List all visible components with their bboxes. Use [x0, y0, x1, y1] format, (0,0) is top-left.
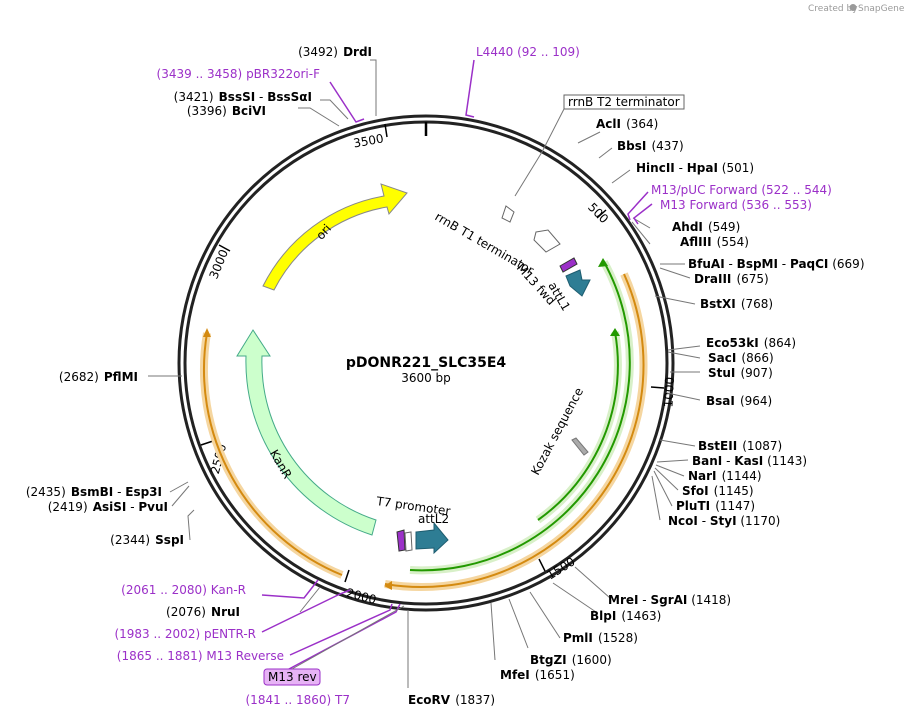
tick-3500: 3500 — [352, 131, 385, 150]
site-pflmi[interactable]: (2682) PflMI — [59, 366, 138, 385]
kanr-feature[interactable] — [236, 329, 377, 536]
m13-rev-leader — [291, 605, 405, 670]
site-bsssi[interactable]: (3421) BssSI - BssSαI — [174, 86, 312, 105]
site-mrei[interactable]: MreI - SgrAI (1418) — [608, 593, 731, 607]
site-draiii[interactable]: DraIII (675) — [694, 268, 769, 287]
tick-1500: 1500 — [544, 554, 577, 582]
site-bsai[interactable]: BsaI (964) — [706, 390, 772, 409]
attl2-label: attL2 — [418, 512, 449, 526]
primer-pbr322[interactable]: (3439 .. 3458) pBR322ori-F — [157, 67, 321, 81]
t7-promoter-feature[interactable] — [396, 529, 406, 552]
site-mfei[interactable]: MfeI (1651) — [500, 664, 575, 683]
site-acli[interactable]: AclI (364) — [596, 113, 658, 132]
site-aflii[interactable]: AflIII (554) — [680, 231, 749, 250]
tick-1000: 1000 — [661, 377, 677, 408]
site-pmli[interactable]: PmlI (1528) — [563, 627, 638, 646]
site-blpi[interactable]: BlpI (1463) — [590, 605, 661, 624]
site-pluti[interactable]: PluTI (1147) — [676, 495, 755, 514]
primer-l4440[interactable]: L4440 (92 .. 109) — [476, 45, 580, 59]
site-drdi-pos: (3492) — [298, 45, 338, 59]
primer-kanr[interactable]: (2061 .. 2080) Kan-R — [121, 583, 246, 597]
attl2-feature[interactable] — [415, 521, 449, 555]
m13-rev-label: M13 rev — [268, 670, 317, 684]
rrnb-t2-leader — [514, 108, 565, 197]
site-sfoi[interactable]: SfoI (1145) — [682, 480, 754, 499]
credit-brand: SnapGene — [858, 4, 905, 14]
site-eco53ki[interactable]: Eco53kI (864) — [706, 332, 796, 351]
site-nrui[interactable]: (2076) NruI — [166, 601, 240, 620]
primer-pentr[interactable]: (1983 .. 2002) pENTR-R — [114, 627, 256, 641]
snapgene-logo-icon — [849, 4, 857, 11]
plasmid-name: pDONR221_SLC35E4 — [346, 355, 507, 371]
site-drdi[interactable]: (3492) DrdI — [298, 41, 372, 60]
credit-prefix: Created by — [808, 4, 858, 14]
site-ahdi[interactable]: AhdI (549) — [672, 216, 740, 235]
primer-t7[interactable]: (1841 .. 1860) T7 — [246, 693, 351, 707]
site-ncoi[interactable]: NcoI - StyI (1170) — [668, 514, 780, 528]
rrnb-t1-feature[interactable] — [533, 229, 561, 253]
orf-arcs — [199, 272, 648, 592]
m13-rev-small-feature[interactable] — [404, 531, 413, 552]
primer-markers — [261, 59, 653, 678]
rrnb-t2-feature[interactable] — [501, 205, 515, 223]
site-bstxi[interactable]: BstXI (768) — [700, 293, 773, 312]
site-leaders — [148, 59, 701, 688]
attl1-feature[interactable] — [565, 269, 591, 297]
site-ecorv[interactable]: EcoRV (1837) — [408, 689, 495, 708]
primer-m13rev[interactable]: (1865 .. 1881) M13 Reverse — [117, 649, 284, 663]
primer-m13fwd[interactable]: M13 Forward (536 .. 553) — [660, 198, 812, 212]
rrnb-t2-label: rrnB T2 terminator — [568, 95, 680, 109]
site-stui[interactable]: StuI (907) — [708, 362, 773, 381]
site-saci[interactable]: SacI (866) — [708, 347, 774, 366]
backbone-outer — [177, 114, 675, 612]
m13-fwd-feature[interactable] — [559, 257, 578, 273]
site-bbsi[interactable]: BbsI (437) — [617, 135, 684, 154]
kozak-feature[interactable] — [571, 437, 589, 456]
site-bani[interactable]: BanI - KasI (1143) — [692, 454, 807, 468]
plasmid-size: 3600 bp — [401, 371, 451, 385]
site-nari[interactable]: NarI (1144) — [688, 465, 762, 484]
site-bsmbi[interactable]: (2435) BsmBI - Esp3I — [26, 481, 162, 500]
site-drdi-name: DrdI — [343, 45, 372, 59]
site-bcivi[interactable]: (3396) BciVI — [187, 100, 266, 119]
ori-feature[interactable] — [262, 183, 408, 291]
primer-m13puc[interactable]: M13/pUC Forward (522 .. 544) — [651, 183, 832, 197]
green-arcs — [409, 258, 634, 575]
site-asisi[interactable]: (2419) AsiSI - PvuI — [48, 496, 168, 515]
site-bsteii[interactable]: BstEII (1087) — [698, 435, 782, 454]
site-hincii[interactable]: HincII - HpaI (501) — [636, 161, 754, 175]
rrnb-t2-box — [563, 94, 685, 110]
site-bfuai[interactable]: BfuAI - BspMI - PaqCI (669) — [688, 257, 865, 271]
kozak-label: Kozak sequence — [528, 385, 586, 477]
scale-ticks — [200, 123, 665, 583]
site-sspi[interactable]: (2344) SspI — [110, 529, 184, 548]
site-btgzi[interactable]: BtgZI (1600) — [530, 649, 612, 668]
tick-2000: 2000 — [345, 586, 378, 607]
